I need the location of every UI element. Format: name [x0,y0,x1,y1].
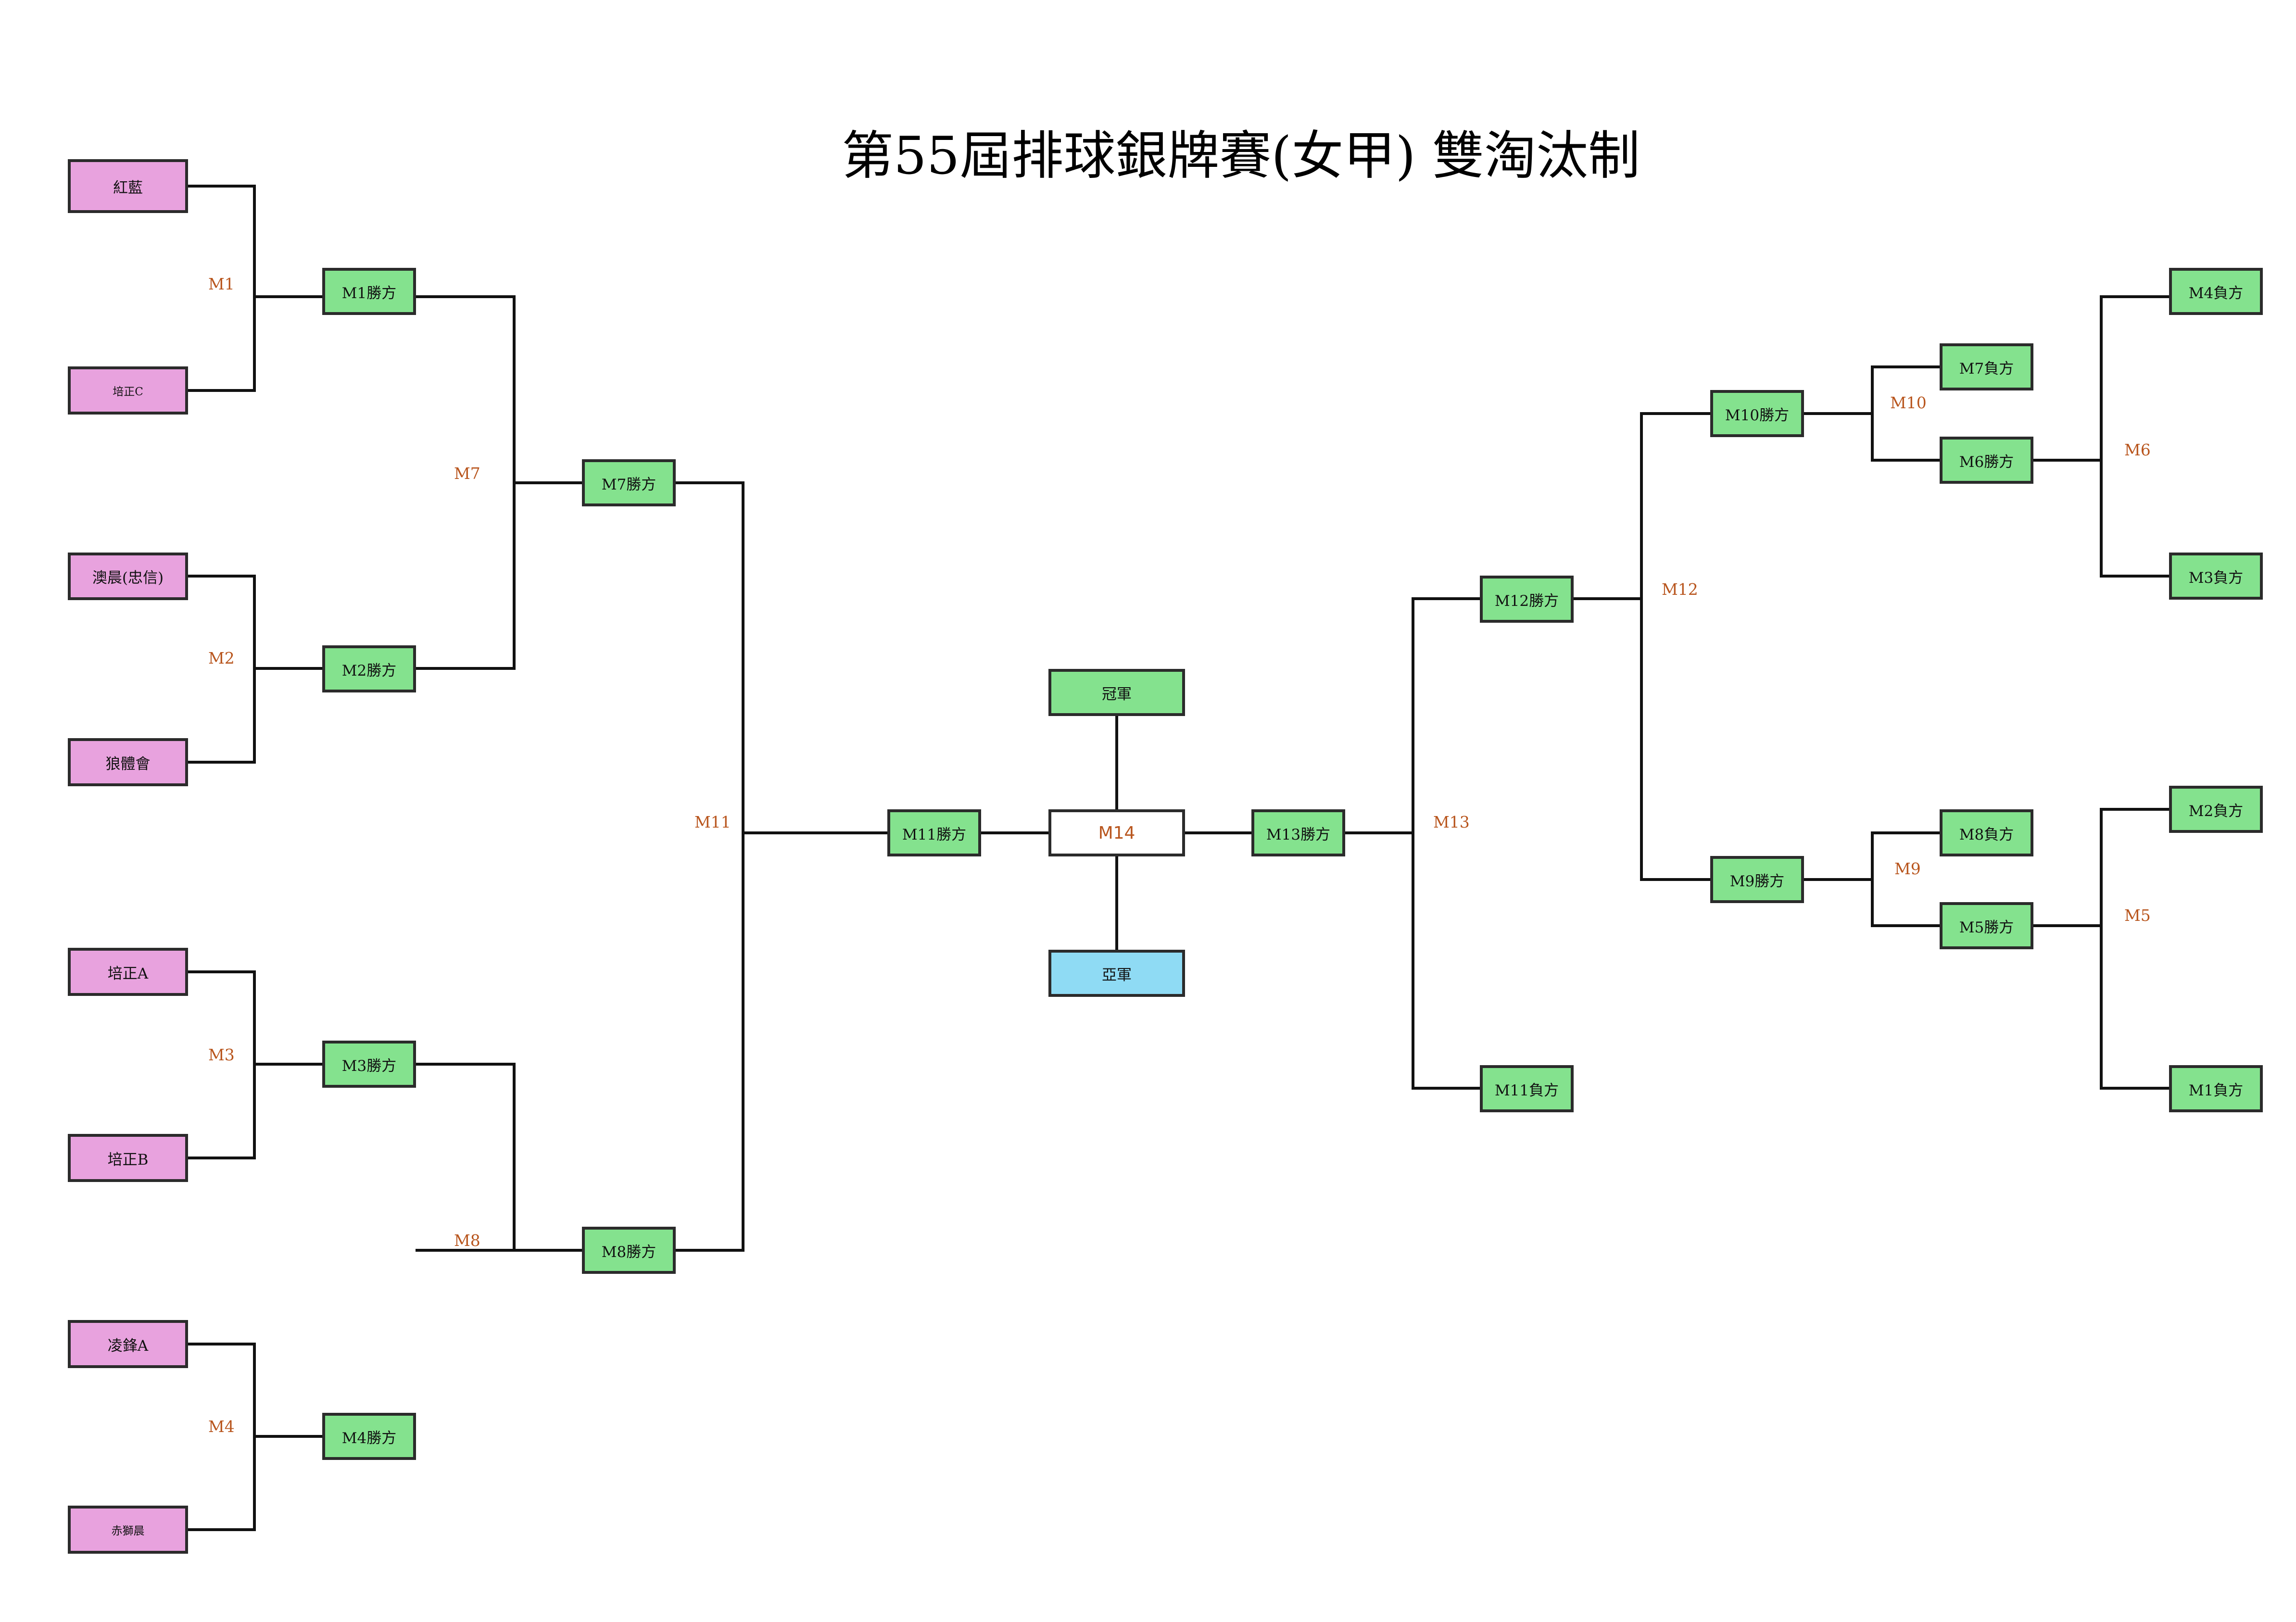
match-label-m12: M12 [1662,580,1698,599]
team-box-5: 培正A [68,948,188,996]
result-box-m3-win: M3勝方 [322,1041,416,1088]
line-m7 [416,295,582,670]
line-m1 [187,185,322,392]
line-m6 [2033,295,2169,578]
result-box-m5-win: M5勝方 [1940,902,2033,949]
result-box-m7-lose: M7負方 [1940,343,2033,390]
team-box-4: 狼體會 [68,738,188,786]
result-box-m12-win: M12勝方 [1480,576,1574,623]
line-m13 [1345,597,1480,1090]
result-box-m8-win: M8勝方 [582,1227,676,1274]
team-box-6: 培正B [68,1134,188,1182]
line-m8 [416,1063,582,1252]
match-label-m6: M6 [2124,440,2151,459]
team-box-2: 培正C [68,366,188,415]
team-box-8: 赤獅晨 [68,1506,188,1554]
result-box-m4-lose: M4負方 [2169,268,2263,315]
final-match-box: M14 [1048,809,1185,856]
result-box-m2-win: M2勝方 [322,645,416,692]
match-label-m5: M5 [2124,906,2151,925]
line-m12 [1573,412,1710,881]
result-box-m1-win: M1勝方 [322,268,416,315]
line-m2 [187,575,322,764]
result-box-m9-win: M9勝方 [1710,856,1804,903]
line-m5 [2033,808,2169,1090]
match-label-m7: M7 [454,464,480,483]
line-m11 [675,481,887,1252]
match-label-m2: M2 [208,649,235,667]
match-label-m9: M9 [1894,859,1921,878]
line-m9 [1804,831,1940,927]
result-box-m11-win: M11勝方 [887,809,981,856]
page-title: 第55屆排球銀牌賽(女甲) 雙淘汰制 [841,126,1640,186]
result-box-m10-win: M10勝方 [1710,390,1804,437]
line-m4 [187,1343,322,1531]
result-box-m2-lose: M2負方 [2169,786,2263,833]
line-m3 [187,970,322,1159]
match-label-m13: M13 [1433,813,1470,831]
line-m14 [981,716,1251,950]
result-box-m4-win: M4勝方 [322,1413,416,1460]
match-label-m10: M10 [1890,393,1927,412]
match-label-m11: M11 [694,813,731,831]
match-label-m1: M1 [208,275,235,293]
result-box-m1-lose: M1負方 [2169,1065,2263,1112]
result-box-m7-win: M7勝方 [582,459,676,506]
team-box-1: 紅藍 [68,159,188,213]
result-box-m3-lose: M3負方 [2169,553,2263,600]
result-box-m13-win: M13勝方 [1251,809,1345,856]
champion-box: 冠軍 [1048,669,1185,716]
result-box-m8-lose: M8負方 [1940,809,2033,856]
team-box-7: 凌鋒A [68,1320,188,1368]
result-box-m6-win: M6勝方 [1940,437,2033,484]
line-m10 [1804,365,1940,462]
runner-up-box: 亞軍 [1048,950,1185,997]
result-box-m11-lose: M11負方 [1480,1065,1574,1112]
match-label-m4: M4 [208,1417,235,1436]
team-box-3: 澳晨(忠信) [68,553,188,600]
match-label-m8: M8 [454,1231,480,1250]
match-label-m3: M3 [208,1045,235,1064]
